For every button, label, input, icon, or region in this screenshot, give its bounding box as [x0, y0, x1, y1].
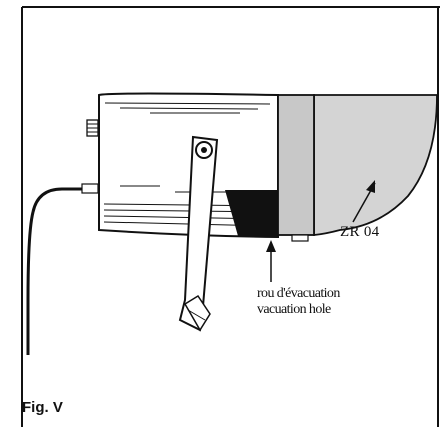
housing-shadow [225, 190, 277, 236]
drain-arrowhead [266, 240, 276, 252]
cable-gland [81, 183, 99, 194]
figure-caption: Fig. V [22, 399, 63, 416]
front-panel [277, 94, 315, 236]
part-reference-label: ZR 04 [340, 224, 380, 240]
callout-arrowhead [366, 180, 375, 193]
front-shroud [313, 94, 438, 236]
power-cable [26, 187, 97, 355]
drain-hole-label-fr: rou d'évacuation [257, 286, 340, 301]
drain-hole-label-en: vacuation hole [257, 302, 331, 317]
drain-tab [291, 234, 309, 242]
